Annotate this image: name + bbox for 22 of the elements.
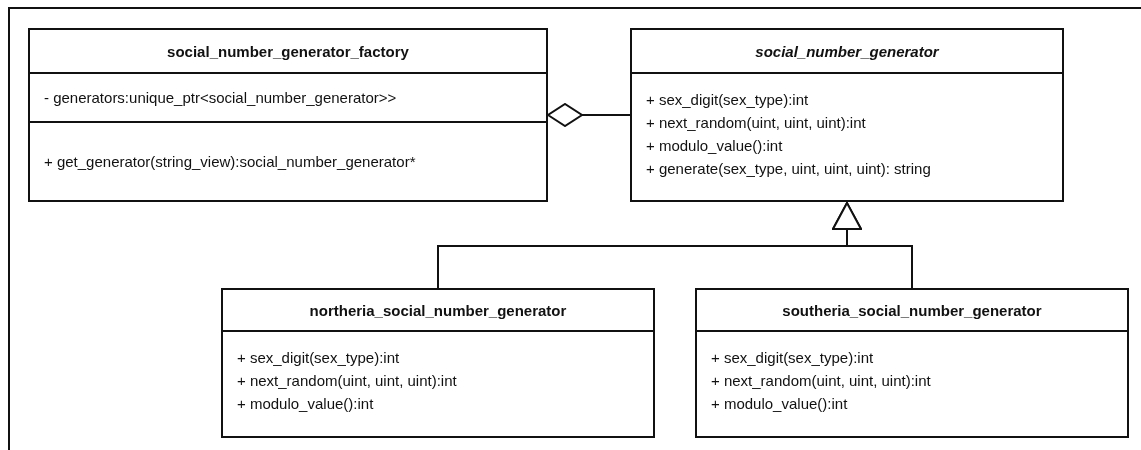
method-text: + next_random(uint, uint, uint):int bbox=[646, 113, 867, 133]
method-text: + next_random(uint, uint, uint):int bbox=[711, 371, 932, 391]
class-name: northeria_social_number_generator bbox=[309, 301, 567, 319]
method-text: + modulo_value():int bbox=[237, 394, 375, 414]
class-name: southeria_social_number_generator bbox=[782, 301, 1042, 319]
method-text: + next_random(uint, uint, uint):int bbox=[237, 371, 458, 391]
method-text: + generate(sex_type, uint, uint, uint): string bbox=[646, 159, 932, 179]
class-name: social_number_generator_factory bbox=[167, 42, 409, 60]
method-text: + sex_digit(sex_type):int bbox=[646, 90, 810, 110]
class-name: social_number_generator bbox=[755, 42, 939, 60]
method-text: + sex_digit(sex_type):int bbox=[237, 348, 401, 368]
method-text: + modulo_value():int bbox=[711, 394, 849, 414]
class-box bbox=[630, 28, 1064, 202]
inheritance-arrow bbox=[832, 202, 913, 289]
class-box bbox=[221, 288, 655, 438]
aggregation-line bbox=[547, 103, 631, 127]
method-text: + sex_digit(sex_type):int bbox=[711, 348, 875, 368]
method-text: + get_generator(string_view):social_number_generator* bbox=[44, 152, 417, 172]
class-box bbox=[695, 288, 1129, 438]
class-box bbox=[28, 28, 548, 202]
method-text: + modulo_value():int bbox=[646, 136, 784, 156]
attribute-text: - generators:unique_ptr<social_number_generator>> bbox=[44, 88, 398, 108]
